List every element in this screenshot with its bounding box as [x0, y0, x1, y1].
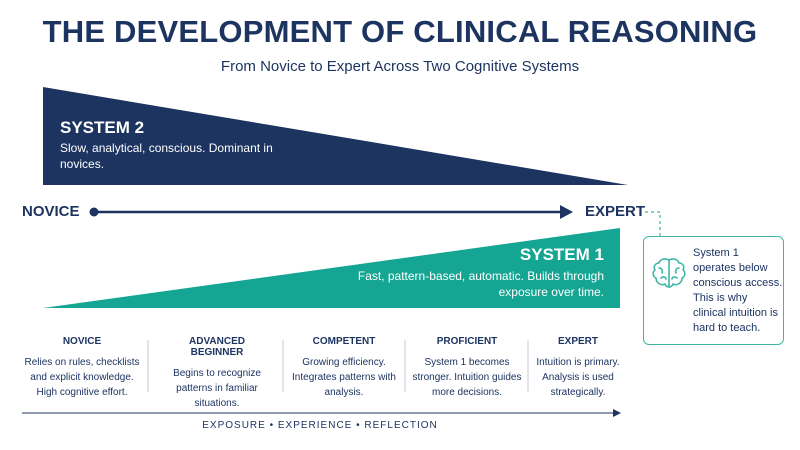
axis-end-label: EXPERT: [585, 203, 646, 220]
callout-connector: [645, 211, 661, 236]
page-subtitle: From Novice to Expert Across Two Cogniti…: [220, 58, 580, 75]
stage-proficient: PROFICIENT System 1 becomes stronger. In…: [411, 336, 523, 400]
system2-description: Slow, analytical, conscious. Dominant in…: [60, 141, 273, 171]
timeline-caption: EXPOSURE • EXPERIENCE • REFLECTION: [202, 420, 438, 431]
stage-description: Relies on rules, checklists and explicit…: [24, 357, 140, 398]
stage-expert: EXPERT Intuition is primary. Analysis is…: [534, 336, 622, 400]
callout-text: System 1 operates below conscious access…: [693, 247, 783, 334]
brain-icon: [652, 258, 686, 288]
axis-arrowhead: [560, 205, 573, 219]
stage-description: System 1 becomes stronger. Intuition gui…: [412, 357, 522, 398]
axis-start-label: NOVICE: [22, 203, 80, 220]
stage-description: Intuition is primary. Analysis is used s…: [536, 357, 620, 398]
stage-name: PROFICIENT: [436, 336, 498, 347]
stage-description: Growing efficiency. Integrates patterns …: [292, 357, 396, 398]
stage-name: NOVICE: [62, 336, 102, 347]
stage-description: Begins to recognize patterns in familiar…: [173, 368, 261, 409]
system1-wedge: [43, 228, 620, 308]
stage-name: COMPETENT: [312, 336, 376, 347]
system2-title: SYSTEM 2: [60, 118, 145, 137]
system1-description: Fast, pattern-based, automatic. Builds t…: [357, 269, 604, 299]
stage-competent: COMPETENT Growing efficiency. Integrates…: [291, 336, 397, 400]
stage-name: EXPERT: [557, 336, 598, 347]
stage-advanced-beginner: ADVANCED BEGINNER Begins to recognize pa…: [162, 336, 272, 411]
page-title: THE DEVELOPMENT OF CLINICAL REASONING: [42, 14, 758, 49]
stage-novice: NOVICE Relies on rules, checklists and e…: [22, 336, 142, 400]
system1-title: SYSTEM 1: [519, 245, 604, 264]
callout-box: [643, 236, 784, 345]
stage-name: ADVANCED BEGINNER: [189, 336, 245, 358]
system2-wedge: [43, 87, 628, 185]
axis-start-dot: [89, 207, 99, 217]
timeline-arrowhead: [613, 409, 621, 417]
